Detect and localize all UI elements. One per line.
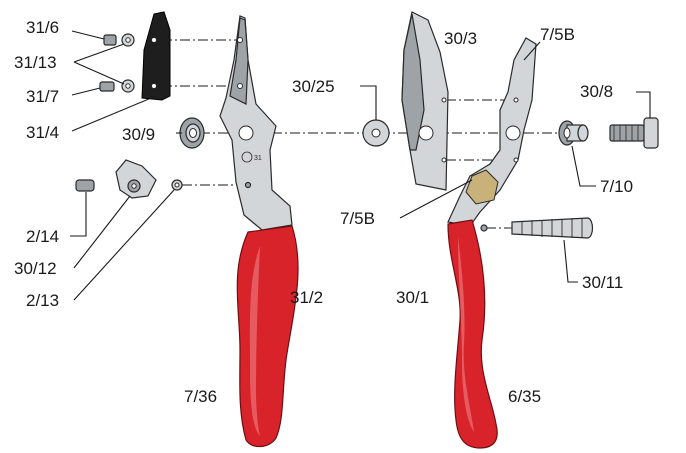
model-stamp: 31 <box>254 155 262 162</box>
label-2-13: 2/13 <box>26 291 59 310</box>
screw-2-14 <box>75 179 95 192</box>
leader-7-10 <box>571 145 596 187</box>
bushing-7-10 <box>558 120 589 146</box>
left-pruner-jaw-shade <box>229 17 249 105</box>
left-anvil-screw-hole-lower <box>237 83 243 89</box>
spring-seat <box>480 224 488 232</box>
bolt-30-8 <box>609 117 659 149</box>
leader-2-13 <box>73 189 175 301</box>
anvil-hole-upper <box>151 37 157 43</box>
left-pivot-hole <box>238 125 254 141</box>
anvil-hole-lower <box>151 83 157 89</box>
leader-31-13 <box>73 43 125 85</box>
left-handle-highlight <box>249 246 260 436</box>
part-labels: 31/6 31/13 31/7 31/4 30/9 2/14 30/12 2/1… <box>14 18 633 406</box>
label-30-3: 30/3 <box>444 29 477 48</box>
anvil-31-4 <box>141 11 171 101</box>
cam-7-5b <box>465 169 499 205</box>
label-30-1: 30/1 <box>396 288 429 307</box>
screw-31-6 <box>103 34 117 46</box>
label-30-8: 30/8 <box>580 82 613 101</box>
washer-2-13-hole <box>174 182 180 188</box>
left-pruner: 31 <box>219 15 299 448</box>
washer-31-13-lower-hole <box>125 83 131 89</box>
right-hole-upper <box>513 97 519 103</box>
label-31-6: 31/6 <box>26 18 59 37</box>
spring-30-11 <box>511 217 594 239</box>
right-pivot-hole <box>505 125 521 141</box>
label-30-12: 30/12 <box>14 259 57 278</box>
label-7-5b-mid: 7/5B <box>340 209 375 228</box>
anvil-body <box>141 11 171 101</box>
brand-stamp: 31 <box>241 151 262 163</box>
right-hole-lower <box>513 157 519 163</box>
right-handle-grip <box>447 219 498 449</box>
label-30-9: 30/9 <box>122 125 155 144</box>
left-catch-pin <box>244 181 252 189</box>
leader-7-5b-top <box>523 41 541 61</box>
bolt-head <box>643 117 659 149</box>
bolt-thread <box>609 124 645 142</box>
lock-assembly <box>75 159 183 199</box>
right-pruner-body <box>447 37 537 227</box>
right-pruner <box>447 37 537 449</box>
label-31-13: 31/13 <box>14 53 57 72</box>
blade-hole-upper <box>441 97 447 103</box>
washer-30-25 <box>362 119 390 147</box>
leader-30-12 <box>73 195 131 269</box>
leader-30-8 <box>636 91 651 118</box>
label-7-10: 7/10 <box>600 177 633 196</box>
label-2-14: 2/14 <box>26 227 59 246</box>
leader-7-5b-mid <box>399 179 473 219</box>
blade-edge <box>401 13 425 151</box>
left-pruner-body <box>219 15 293 231</box>
leader-30-11 <box>563 239 578 283</box>
anvil-fasteners <box>99 33 135 93</box>
blade-hole-lower <box>441 157 447 163</box>
label-30-11: 30/11 <box>582 273 623 292</box>
washer-31-13-upper-hole <box>125 37 131 43</box>
lock-catch-30-12 <box>115 159 157 199</box>
left-anvil-screw-hole-upper <box>237 37 243 43</box>
leader-30-25 <box>360 85 377 120</box>
blade-pivot-hole <box>418 125 434 141</box>
screw-31-7 <box>99 81 115 92</box>
label-31-2: 31/2 <box>290 288 323 307</box>
lock-catch-hole <box>131 183 137 189</box>
leader-2-14 <box>70 192 87 237</box>
label-6-35: 6/35 <box>508 387 541 406</box>
label-31-7: 31/7 <box>26 87 59 106</box>
label-7-36: 7/36 <box>184 387 217 406</box>
leader-31-4 <box>71 95 157 132</box>
nut-30-9 <box>179 117 205 149</box>
label-7-5b-top: 7/5B <box>540 25 575 44</box>
label-31-4: 31/4 <box>26 123 59 142</box>
leader-lines <box>70 30 651 301</box>
left-handle-grip <box>236 225 299 448</box>
right-handle-highlight <box>458 236 474 432</box>
label-30-25: 30/25 <box>292 77 335 96</box>
leader-31-7 <box>71 87 101 96</box>
blade-30-3 <box>401 11 449 191</box>
leader-31-6 <box>71 30 105 40</box>
